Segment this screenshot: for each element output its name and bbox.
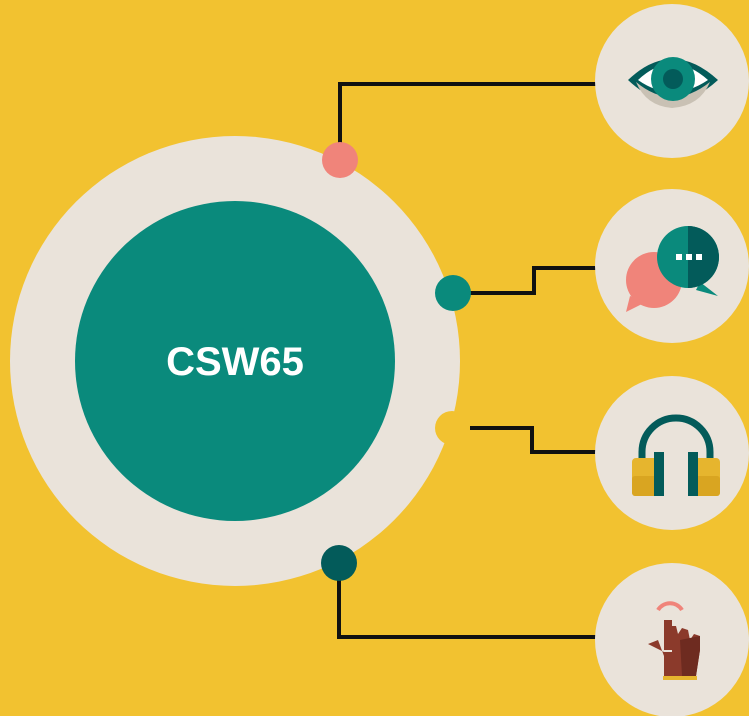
speech-bubbles-icon — [626, 226, 719, 312]
sight-node — [595, 4, 749, 158]
connector-hearing — [470, 426, 600, 454]
connector-lines — [337, 82, 600, 639]
touch-dot — [321, 545, 357, 581]
hearing-dot — [435, 411, 469, 445]
connector-touch — [337, 563, 600, 639]
sight-dot — [322, 142, 358, 178]
touch-node — [595, 563, 749, 716]
headphones-icon — [632, 414, 720, 496]
speech-dot — [435, 275, 471, 311]
center-label: CSW65 — [166, 340, 304, 384]
speech-node — [595, 189, 749, 343]
hearing-node — [595, 376, 749, 530]
hearing-node-circle — [595, 376, 749, 530]
connector-sight — [338, 82, 600, 160]
touch-hand-icon — [648, 601, 700, 680]
eye-icon — [628, 57, 718, 108]
connector-speech — [468, 266, 600, 295]
center-disc — [75, 201, 395, 521]
